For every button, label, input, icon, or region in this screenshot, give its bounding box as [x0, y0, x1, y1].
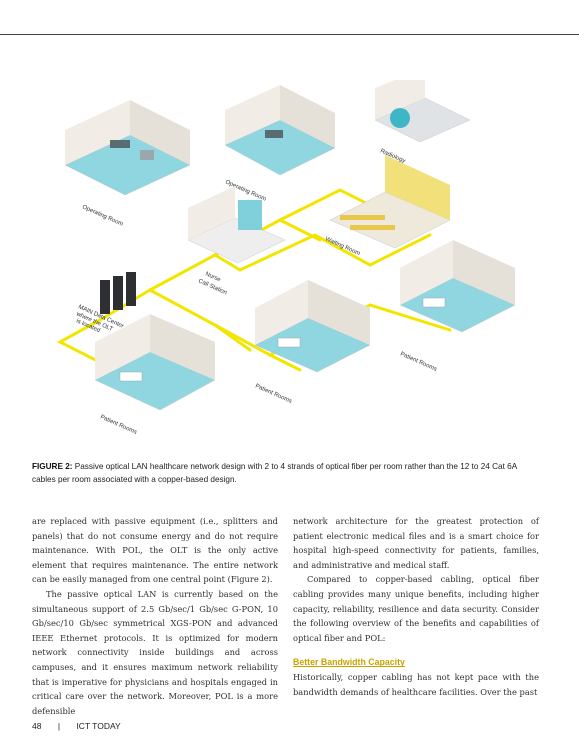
figure-caption: FIGURE 2: Passive optical LAN healthcare…: [32, 461, 532, 486]
nurse-label-line2: Call Station: [197, 278, 227, 296]
patient-rooms-2: Patient Rooms: [254, 280, 371, 405]
patient-rooms-3: Patient Rooms: [399, 240, 516, 373]
footer-separator: |: [57, 721, 61, 731]
caption-label: FIGURE 2:: [32, 462, 73, 471]
page-number: 48: [32, 721, 42, 731]
waiting-room: Waiting Room: [324, 155, 451, 257]
publication-name: ICT TODAY: [76, 721, 121, 731]
page-footer: 48 | ICT TODAY: [32, 721, 121, 731]
network-illustration: Operating Room Operating Room Radiology …: [56, 80, 516, 436]
right-paragraph-3: Historically, copper cabling has not kep…: [293, 671, 539, 697]
top-rule: [0, 34, 579, 35]
operating-room-1: Operating Room: [64, 100, 191, 228]
left-paragraph-2: The passive optical LAN is currently bas…: [32, 588, 278, 716]
patient-rooms-3-label: Patient Rooms: [399, 351, 437, 372]
data-center: MAIN Data Center where the OLT is locate…: [74, 272, 136, 334]
nurse-call-station: Nurse Call Station: [187, 186, 286, 296]
body-column-left: are replaced with passive equipment (i.e…: [32, 514, 278, 718]
operating-room-1-label: Operating Room: [81, 204, 124, 227]
right-paragraph-2: Compared to copper-based cabling, optica…: [293, 574, 539, 643]
caption-text: Passive optical LAN healthcare network d…: [32, 462, 517, 484]
left-paragraph-1: are replaced with passive equipment (i.e…: [32, 516, 278, 585]
patient-rooms-1-label: Patient Rooms: [99, 414, 137, 435]
waiting-room-label: Waiting Room: [324, 236, 361, 257]
patient-rooms-1: Patient Rooms: [94, 314, 216, 436]
body-column-right: network architecture for the greatest pr…: [293, 514, 539, 699]
right-paragraph-1: network architecture for the greatest pr…: [293, 516, 539, 570]
patient-rooms-2-label: Patient Rooms: [254, 383, 292, 404]
section-subheading: Better Bandwidth Capacity: [293, 657, 405, 668]
radiology-room: Radiology: [374, 80, 471, 165]
operating-room-2: Operating Room: [224, 85, 336, 203]
